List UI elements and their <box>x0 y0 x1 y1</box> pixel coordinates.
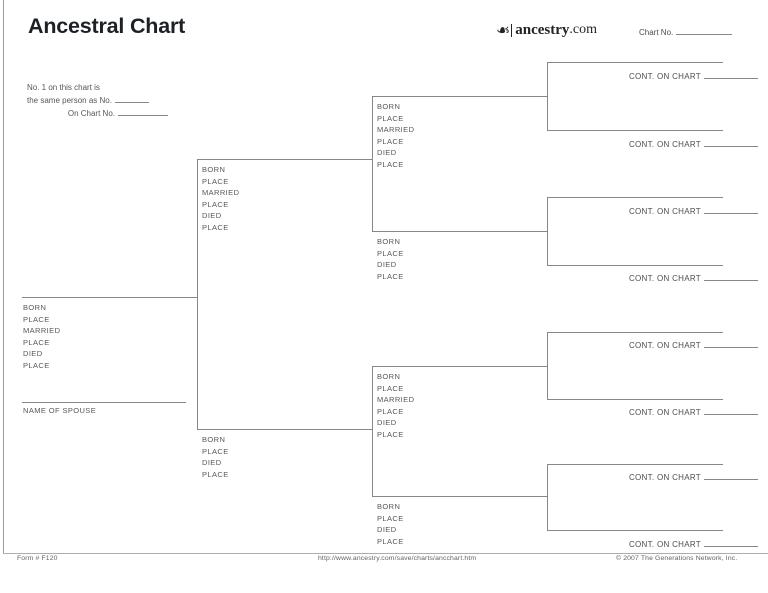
paternal-grandmother-field-labels: BORN PLACE DIED PLACE <box>377 237 404 281</box>
cont-on-chart-5: CONT. ON CHART <box>629 340 758 350</box>
cont-on-chart-1: CONT. ON CHART <box>629 71 758 81</box>
same-person-blank <box>114 95 149 103</box>
footer-url: http://www.ancestry.com/save/charts/ancc… <box>318 555 477 562</box>
gen3-maternal-connector-line <box>372 366 373 497</box>
mother-name-line <box>197 429 372 430</box>
cont-blank-5 <box>704 340 758 348</box>
gen4-slot7-line <box>547 464 723 465</box>
chart-no-blank <box>676 27 733 35</box>
cont-blank-8 <box>704 539 758 547</box>
gen4-slot6-line <box>547 399 723 400</box>
gen4-slot1-line <box>547 62 723 63</box>
cont-blank-1 <box>704 71 758 79</box>
cont-on-chart-7: CONT. ON CHART <box>629 472 758 482</box>
cont-on-chart-6: CONT. ON CHART <box>629 407 758 417</box>
father-field-labels: BORN PLACE MARRIED PLACE DIED PLACE <box>202 165 240 232</box>
paternal-grandfather-field-labels: BORN PLACE MARRIED PLACE DIED PLACE <box>377 102 415 169</box>
gen4-bracket3-connector-line <box>547 332 548 400</box>
cont-blank-7 <box>704 472 758 480</box>
paternal-grandfather-name-line <box>372 96 547 97</box>
gen4-slot2-line <box>547 130 723 131</box>
maternal-grandmother-field-labels: BORN PLACE DIED PLACE <box>377 502 404 546</box>
cont-on-chart-8: CONT. ON CHART <box>629 539 758 549</box>
maternal-grandfather-field-labels: BORN PLACE MARRIED PLACE DIED PLACE <box>377 372 415 439</box>
gen4-bracket4-connector-line <box>547 464 548 531</box>
paternal-grandmother-name-line <box>372 231 547 232</box>
note-line-3: On Chart No. <box>27 107 168 120</box>
spouse-name-line <box>22 402 186 403</box>
chart-no-field: Chart No. <box>639 27 733 37</box>
page-border-bottom <box>3 553 768 554</box>
gen4-slot3-line <box>547 197 723 198</box>
chart-reference-note: No. 1 on this chart is the same person a… <box>27 81 168 120</box>
gen4-bracket2-connector-line <box>547 197 548 266</box>
chart-no-label: Chart No. <box>639 28 674 37</box>
gen4-slot8-line <box>547 530 723 531</box>
cont-on-chart-3: CONT. ON CHART <box>629 206 758 216</box>
gen2-connector-line <box>197 159 198 430</box>
gen4-bracket1-connector-line <box>547 62 548 131</box>
note-line-2: the same person as No. <box>27 94 168 107</box>
maternal-grandmother-name-line <box>372 496 547 497</box>
cont-on-chart-4: CONT. ON CHART <box>629 273 758 283</box>
leaf-icon: ❧ <box>496 20 511 40</box>
cont-blank-2 <box>704 139 758 147</box>
father-name-line <box>197 159 372 160</box>
footer-copyright: © 2007 The Generations Network, Inc. <box>616 555 738 562</box>
maternal-grandfather-name-line <box>372 366 547 367</box>
page-border-left <box>3 0 4 553</box>
cont-blank-6 <box>704 407 758 415</box>
logo-wordmark: ancestry <box>515 21 570 38</box>
gen3-paternal-connector-line <box>372 96 373 232</box>
gen4-slot5-line <box>547 332 723 333</box>
form-number: Form # F120 <box>17 555 58 562</box>
logo-domain-suffix: .com <box>569 22 598 37</box>
on-chart-no-blank <box>118 108 168 116</box>
gen4-slot4-line <box>547 265 723 266</box>
ancestry-logo: ❧ ancestry .com <box>496 20 597 40</box>
person1-field-labels: BORN PLACE MARRIED PLACE DIED PLACE <box>23 303 61 370</box>
mother-field-labels: BORN PLACE DIED PLACE <box>202 435 229 479</box>
logo-divider <box>511 23 513 37</box>
cont-on-chart-2: CONT. ON CHART <box>629 139 758 149</box>
cont-blank-4 <box>704 273 758 281</box>
person1-name-line <box>22 297 197 298</box>
spouse-label: NAME OF SPOUSE <box>23 406 97 415</box>
note-line-1: No. 1 on this chart is <box>27 83 100 92</box>
page-title: Ancestral Chart <box>28 14 186 38</box>
cont-blank-3 <box>704 206 758 214</box>
